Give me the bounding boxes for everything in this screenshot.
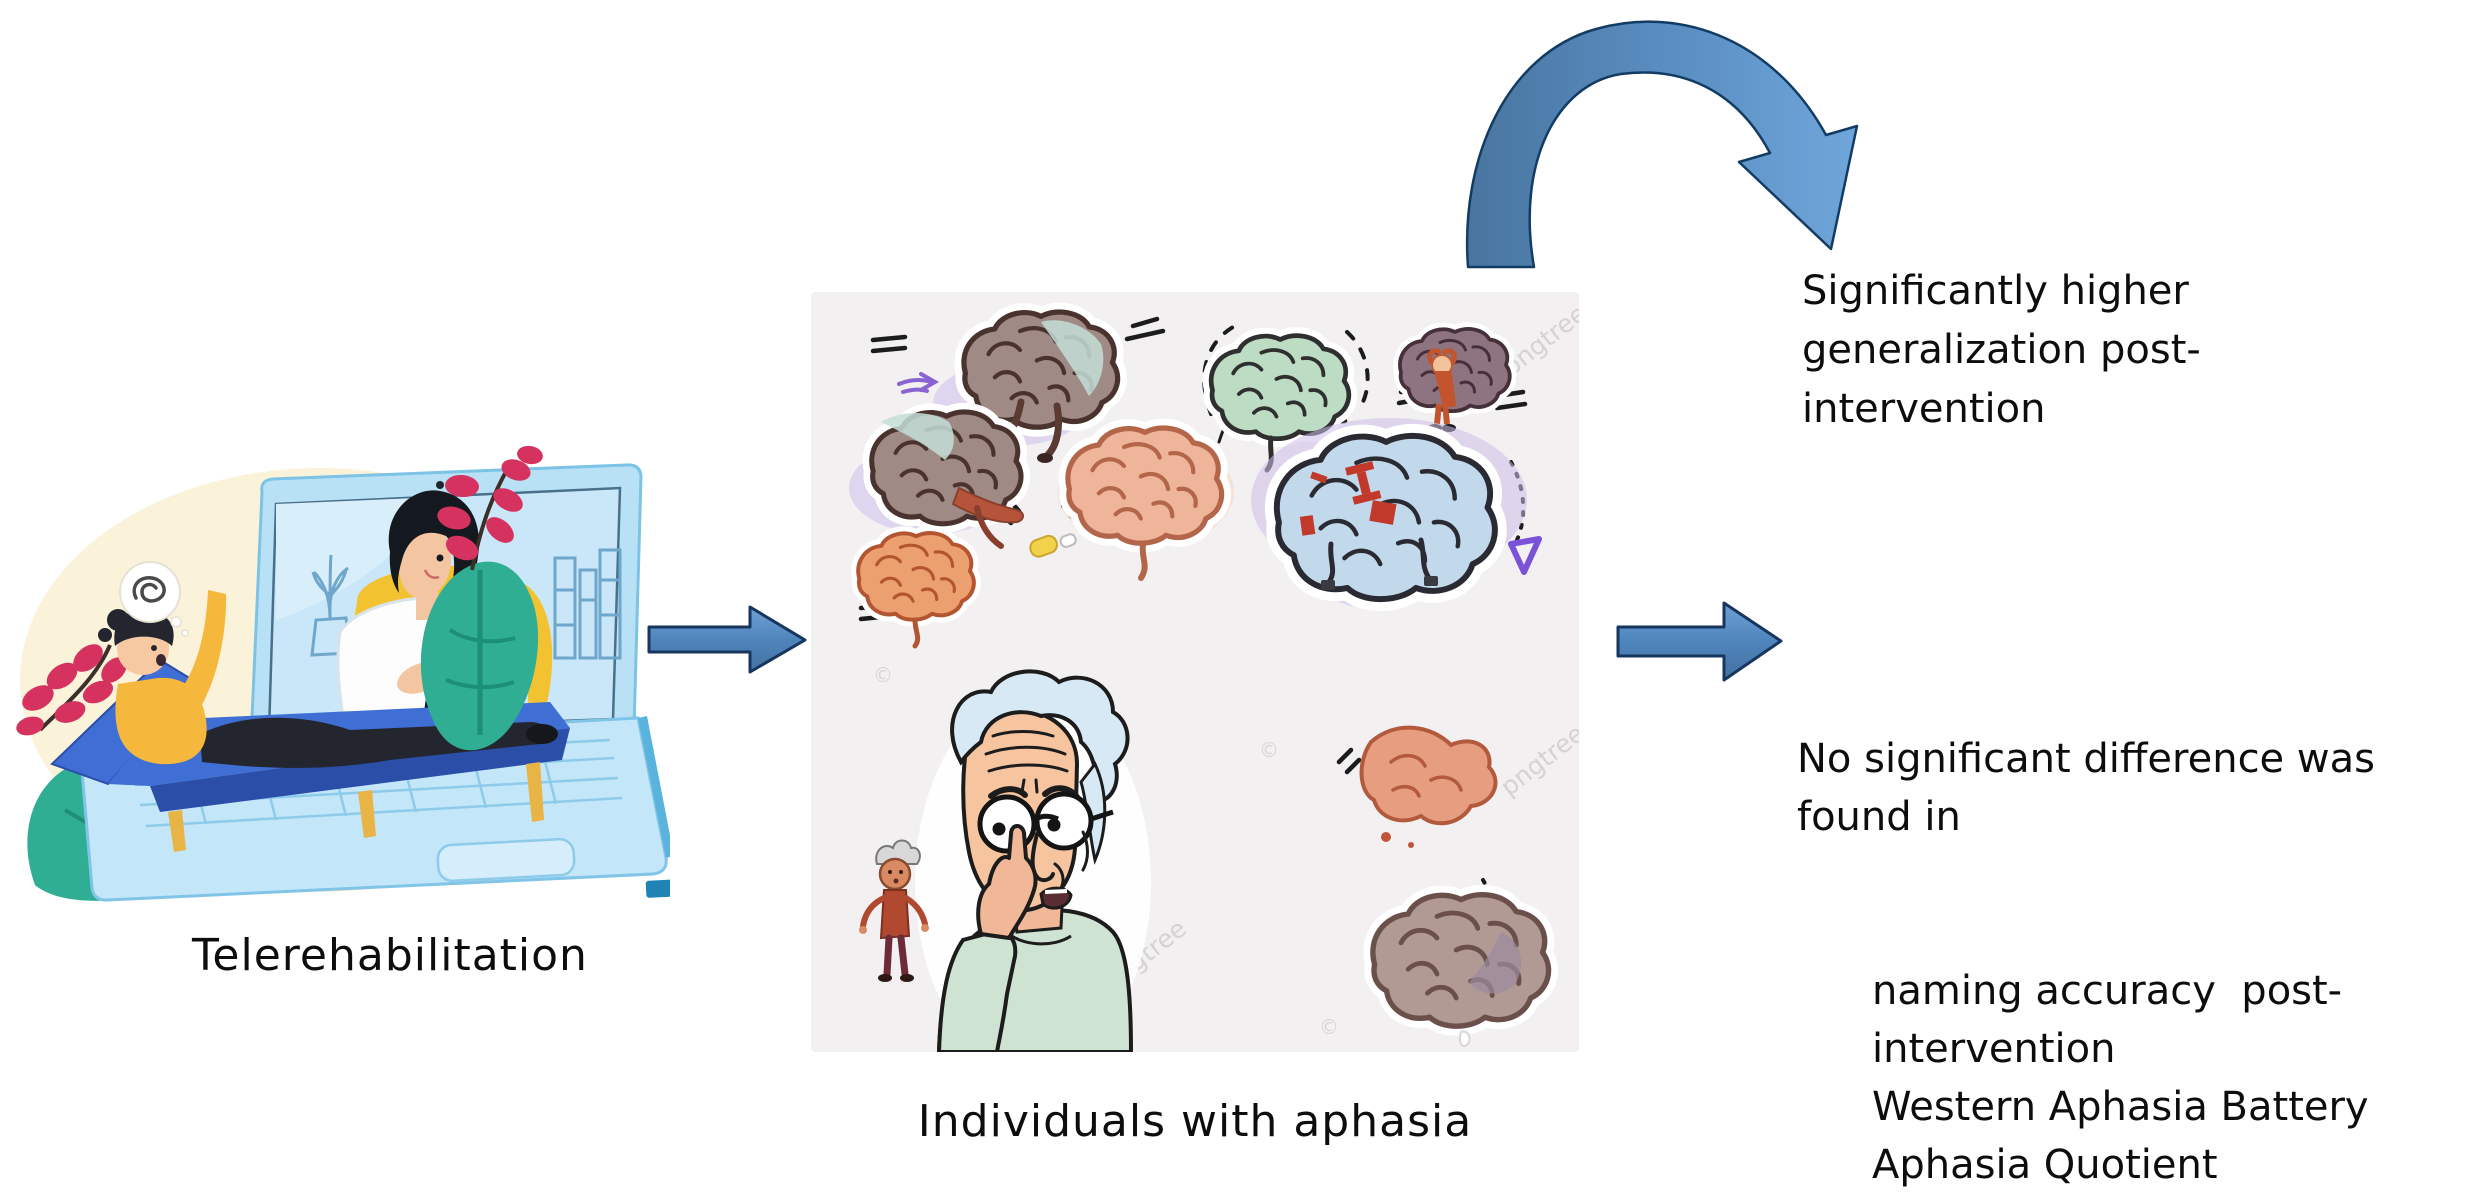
brain-icon-blue [1251,418,1527,608]
svg-text:©: © [1259,738,1279,762]
flower-stem-icon [437,445,543,571]
arrow-right-icon [1616,601,1783,682]
flower-stem-icon [16,644,127,736]
no-difference-intro: No significant difference was found in [1797,736,2388,840]
brain-icon-top-right [1398,327,1512,432]
brain-icon-salmon [1058,428,1234,581]
stressed-person-icon [1427,348,1457,432]
pill-icon [1029,533,1077,558]
bookshelf-icon [553,548,622,660]
finding-no-difference-block: No significant difference was found in n… [1797,614,2490,1200]
speech-bubble-icon [119,561,189,637]
finding-generalization-text: Significantly higher generalization post… [1802,268,2202,432]
svg-text:©: © [873,663,893,687]
arrow-right-icon [647,605,807,674]
telerehabilitation-caption: Telerehabilitation [192,930,588,981]
elderly-man-figure [915,669,1151,1052]
list-item: Western Aphasia Battery Aphasia Quotient [1872,1084,2382,1188]
aphasia-caption: Individuals with aphasia [917,1096,1473,1147]
leaf-cluster-icon [420,561,539,751]
red-patch-marks [1299,461,1397,536]
svg-text:©: © [1319,1015,1339,1039]
elderly-man-hair [950,669,1130,805]
brain-icon-bottom-right [1373,895,1549,1048]
telerehabilitation-illustration [16,445,670,902]
aphasia-illustration: pngtree pngtree pngtree pngtree pngtree … [811,292,1579,1052]
webcam-dot-icon [436,481,444,489]
list-item: auditory comprehension post-intervention [1797,1194,2472,1200]
brain-icon-bottom-left [856,531,976,649]
curved-arrow-icon [1465,20,1859,269]
list-item: naming accuracy post-intervention [1872,968,2343,1072]
confused-person-icon [859,839,929,982]
brain-piece-icon [1359,725,1498,848]
brain-icon-mid-left [849,412,1024,549]
